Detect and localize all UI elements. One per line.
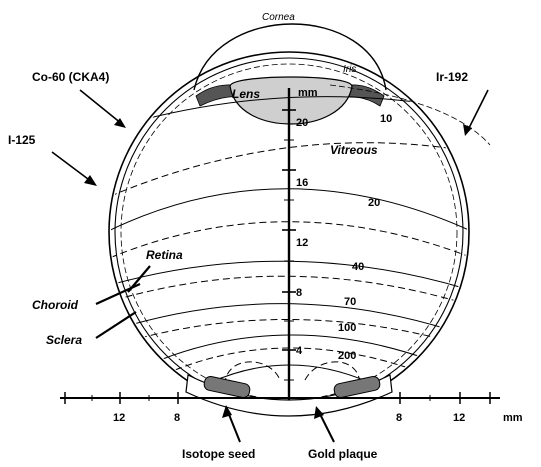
choroid-arrow [95,282,141,306]
i125-curve-40 [114,275,467,306]
isotope-seed-arrow [227,411,241,443]
lens [229,76,353,125]
isotope-seed-arrowhead [222,405,232,418]
vertical-tick-label-4: 4 [296,345,303,357]
isodose-label-100: 100 [338,322,356,334]
i125-curve-100 [174,347,421,373]
iris-label: Iris [343,64,356,75]
choroid-label: Choroid [32,298,79,312]
i125-curve-20 [111,221,467,266]
isodose-label-10: 10 [380,113,392,125]
isotope-seed-label: Isotope seed [182,447,255,461]
horizontal-tick-label-left-12: 12 [113,412,125,424]
co60-label: Co-60 (CKA4) [32,70,109,84]
horizontal-tick-label-right-8: 8 [396,412,402,424]
cornea-outline [193,23,387,91]
i125-label: I-125 [8,133,36,147]
i125-arrow [51,151,93,183]
horizontal-scale-ticks [64,392,491,404]
ir192-label: Ir-192 [436,70,468,84]
i125-curve-200-right [304,361,361,386]
pointer-arrows [51,89,489,443]
ir192-arrow [467,89,489,131]
horizontal-tick-label-right-12: 12 [453,412,465,424]
co60-arrowhead [114,118,126,128]
vertical-tick-label-16: 16 [296,177,308,189]
gold-plaque-arrow [319,413,335,443]
ir192-arrowhead [463,124,472,136]
vertical-tick-label-8: 8 [296,287,302,299]
sclera-label: Sclera [46,333,82,347]
retina-label: Retina [146,248,183,262]
vertical-tick-label-20: 20 [296,117,308,129]
horizontal-scale-unit: mm [503,412,523,424]
vertical-scale-ticks [282,109,296,381]
isodose-label-70: 70 [344,296,356,308]
isotope-seed-left [203,375,251,399]
sclera-arrow [95,311,137,339]
co60-arrow [79,89,123,125]
i125-curve-200-left [224,361,281,386]
lens-label: Lens [232,87,260,101]
isodose-label-40: 40 [352,261,364,273]
isodose-label-200: 200 [338,350,356,362]
co60-curve-20 [111,188,467,241]
i125-arrowhead [84,175,97,186]
i125-curve-10 [111,142,467,206]
co60-curve-100 [159,334,431,361]
horizontal-tick-label-left-8: 8 [174,412,180,424]
vitreous-label: Vitreous [330,143,378,157]
vertical-scale-unit: mm [298,87,318,99]
gold-plaque-label: Gold plaque [308,447,378,461]
i125-curve-70 [139,319,446,341]
isodose-label-20: 20 [368,197,380,209]
cornea-label: Cornea [262,12,295,23]
vertical-tick-label-12: 12 [296,237,308,249]
ir192-curve [329,84,491,146]
isotope-seed-right [333,375,381,399]
gold-plaque-arrowhead [314,406,324,419]
